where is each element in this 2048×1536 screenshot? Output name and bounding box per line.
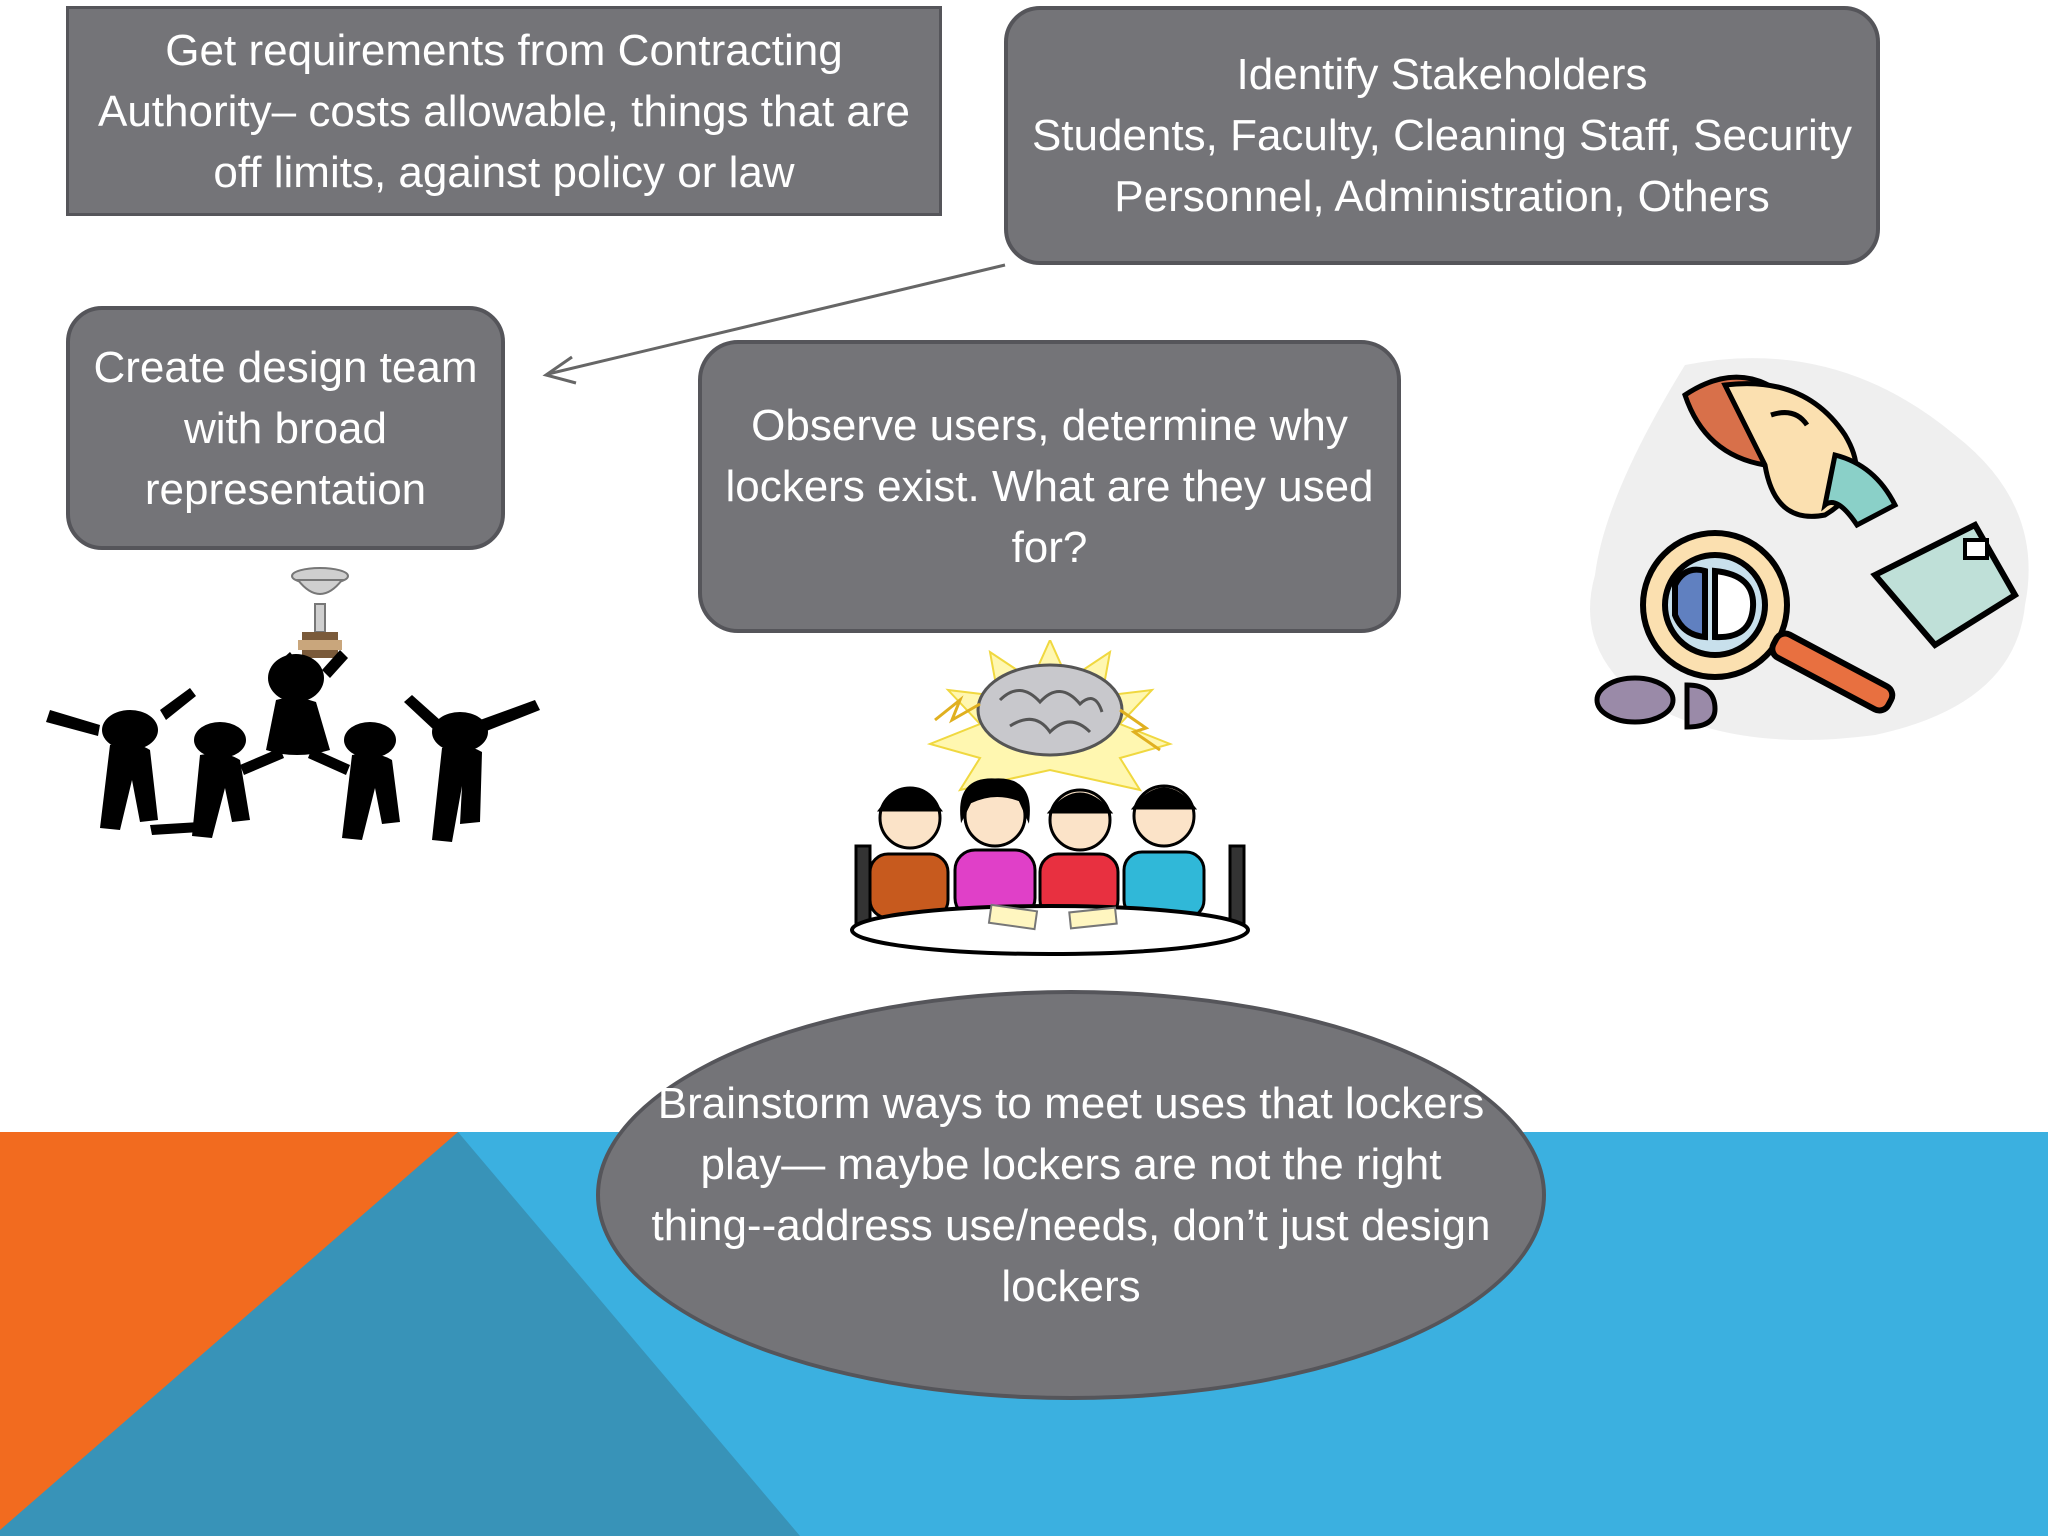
observe-users-text: Observe users, determine why lockers exi… [725,401,1374,572]
requirements-box: Get requirements from Contracting Author… [66,6,942,216]
detective-magnifier-icon [1590,358,2029,740]
design-team-text: Create design team with broad representa… [93,342,478,514]
observe-users-box: Observe users, determine why lockers exi… [698,340,1401,633]
brainstorm-meeting-icon [850,640,1250,956]
stakeholders-box: Identify Stakeholders Students, Faculty,… [1004,6,1880,265]
brainstorm-ellipse: Brainstorm ways to meet uses that locker… [596,990,1546,1400]
design-team-box: Create design team with broad representa… [66,306,505,550]
stakeholders-text: Identify Stakeholders Students, Faculty,… [1031,50,1853,221]
requirements-text: Get requirements from Contracting Author… [97,25,910,197]
celebrating-team-icon [46,567,540,842]
brainstorm-text: Brainstorm ways to meet uses that locker… [651,1079,1491,1311]
